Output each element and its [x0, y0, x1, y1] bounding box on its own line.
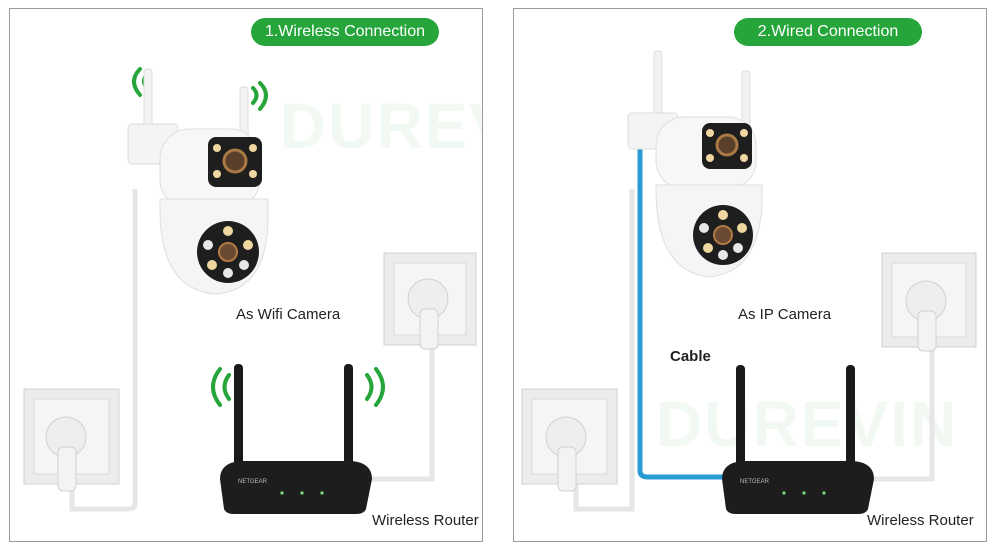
- camera-label: As IP Camera: [738, 306, 832, 323]
- wifi-signal-icon: [211, 367, 231, 407]
- wall-socket-icon: [521, 388, 618, 492]
- router-brand: NETGEAR: [740, 479, 770, 485]
- power-plug-icon: [407, 278, 449, 350]
- wireless-connection-panel: 1.Wireless Connection DUREVIN: [9, 8, 483, 542]
- wifi-signal-icon: [365, 367, 385, 407]
- router-label: Wireless Router: [867, 512, 974, 529]
- wireless-router: NETGEAR: [220, 364, 372, 514]
- cable-label: Cable: [670, 348, 711, 365]
- camera-power-cable: [69, 189, 138, 512]
- wall-socket-icon: [23, 388, 120, 492]
- router-brand: NETGEAR: [238, 479, 268, 485]
- wired-connection-panel: 2.Wired Connection DUREVIN: [513, 8, 987, 542]
- watermark: DUREVIN: [656, 388, 959, 460]
- router-power-cable: [360, 349, 435, 482]
- power-plug-icon: [45, 416, 87, 492]
- network-cable: [637, 149, 726, 480]
- wifi-signal-icon: [251, 81, 268, 111]
- router-label: Wireless Router: [372, 512, 479, 529]
- wall-socket-icon: [881, 252, 977, 352]
- wifi-camera: [127, 68, 269, 295]
- camera-power-cable: [573, 189, 635, 512]
- wired-connection-title: 2.Wired Connection: [734, 18, 922, 46]
- router-power-cable: [866, 349, 935, 482]
- power-plug-icon: [545, 416, 587, 492]
- wireless-connection-title: 1.Wireless Connection: [251, 18, 439, 46]
- wall-socket-icon: [383, 252, 477, 350]
- wireless-router: NETGEAR: [722, 365, 874, 514]
- power-plug-icon: [905, 280, 947, 352]
- wireless-scene: NETGEAR: [23, 67, 477, 514]
- watermark: DUREVIN: [280, 90, 482, 162]
- camera-label: As Wifi Camera: [236, 306, 341, 323]
- wired-scene: NETGEAR: [521, 50, 977, 514]
- ip-camera: [627, 50, 763, 278]
